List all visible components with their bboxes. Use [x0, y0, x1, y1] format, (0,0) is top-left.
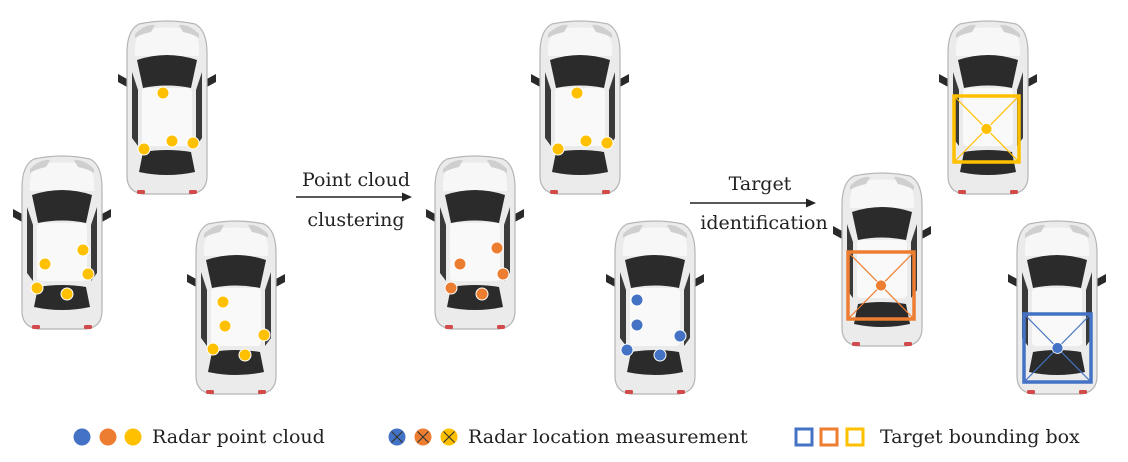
radar-point-s1-car1-3	[165, 134, 179, 148]
legend-location-measurement-label: Radar location measurement	[468, 426, 748, 448]
radar-point-s2-yellow-1	[570, 86, 584, 100]
legend-measurement-blue	[388, 428, 406, 446]
radar-point-s2-yellow-3	[579, 134, 593, 148]
legend-point-blue	[73, 428, 91, 446]
radar-point-s2-blue-1	[630, 293, 644, 307]
legend-point-orange	[99, 428, 117, 446]
radar-point-s1-car3-5	[238, 348, 252, 362]
legend-point-yellow	[124, 428, 142, 446]
car-5	[425, 155, 525, 330]
radar-point-s2-yellow-2	[551, 142, 565, 156]
radar-point-s1-car2-1	[38, 257, 52, 271]
radar-point-s1-car3-3	[257, 328, 271, 342]
radar-point-s1-car1-2	[137, 142, 151, 156]
radar-point-s1-car3-4	[206, 342, 220, 356]
identification-label-line2: identification	[700, 212, 827, 234]
arrow-clustering	[296, 192, 412, 202]
car-2	[12, 155, 112, 330]
car-3	[186, 220, 286, 395]
radar-point-s2-orange-1	[453, 257, 467, 271]
legend-bounding-box-label: Target bounding box	[880, 426, 1080, 448]
radar-point-s2-blue-2	[630, 318, 644, 332]
legend-measurement-orange	[414, 428, 432, 446]
radar-point-s1-car3-2	[218, 319, 232, 333]
car-6	[605, 220, 705, 395]
identification-label-line1: Target	[729, 173, 792, 195]
clustering-label-line1: Point cloud	[302, 169, 410, 191]
radar-point-s1-car2-3	[81, 267, 95, 281]
legend-point-cloud-label: Radar point cloud	[152, 426, 325, 448]
legend-measurement-yellow	[440, 428, 458, 446]
cars-layer	[12, 20, 1107, 395]
legend-symbols	[73, 427, 865, 447]
arrow-identification	[690, 198, 816, 208]
car-4	[530, 20, 630, 195]
radar-point-s1-car2-5	[60, 287, 74, 301]
bounding-box-yellow	[952, 94, 1021, 164]
radar-point-s2-blue-4	[620, 343, 634, 357]
radar-point-s2-orange-4	[444, 281, 458, 295]
radar-overlay-layer	[30, 86, 1093, 384]
radar-point-s1-car1-4	[186, 136, 200, 150]
radar-point-s2-orange-5	[475, 287, 489, 301]
legend: Radar point cloud Radar location measure…	[73, 426, 1080, 448]
legend-box-yellow	[845, 427, 865, 447]
radar-point-s2-orange-3	[496, 267, 510, 281]
legend-box-orange	[819, 427, 839, 447]
bounding-box-blue	[1022, 312, 1093, 384]
radar-point-s2-orange-2	[490, 241, 504, 255]
radar-point-s1-car3-1	[216, 295, 230, 309]
bounding-box-orange	[846, 250, 916, 321]
clustering-label-line2: clustering	[307, 209, 404, 231]
radar-point-s2-blue-3	[673, 329, 687, 343]
radar-point-s1-car2-4	[30, 281, 44, 295]
radar-point-s2-blue-5	[653, 348, 667, 362]
radar-point-s1-car1-1	[156, 86, 170, 100]
car-1	[117, 20, 217, 195]
radar-point-s1-car2-2	[76, 243, 90, 257]
legend-box-blue	[794, 427, 814, 447]
radar-point-s2-yellow-4	[600, 136, 614, 150]
